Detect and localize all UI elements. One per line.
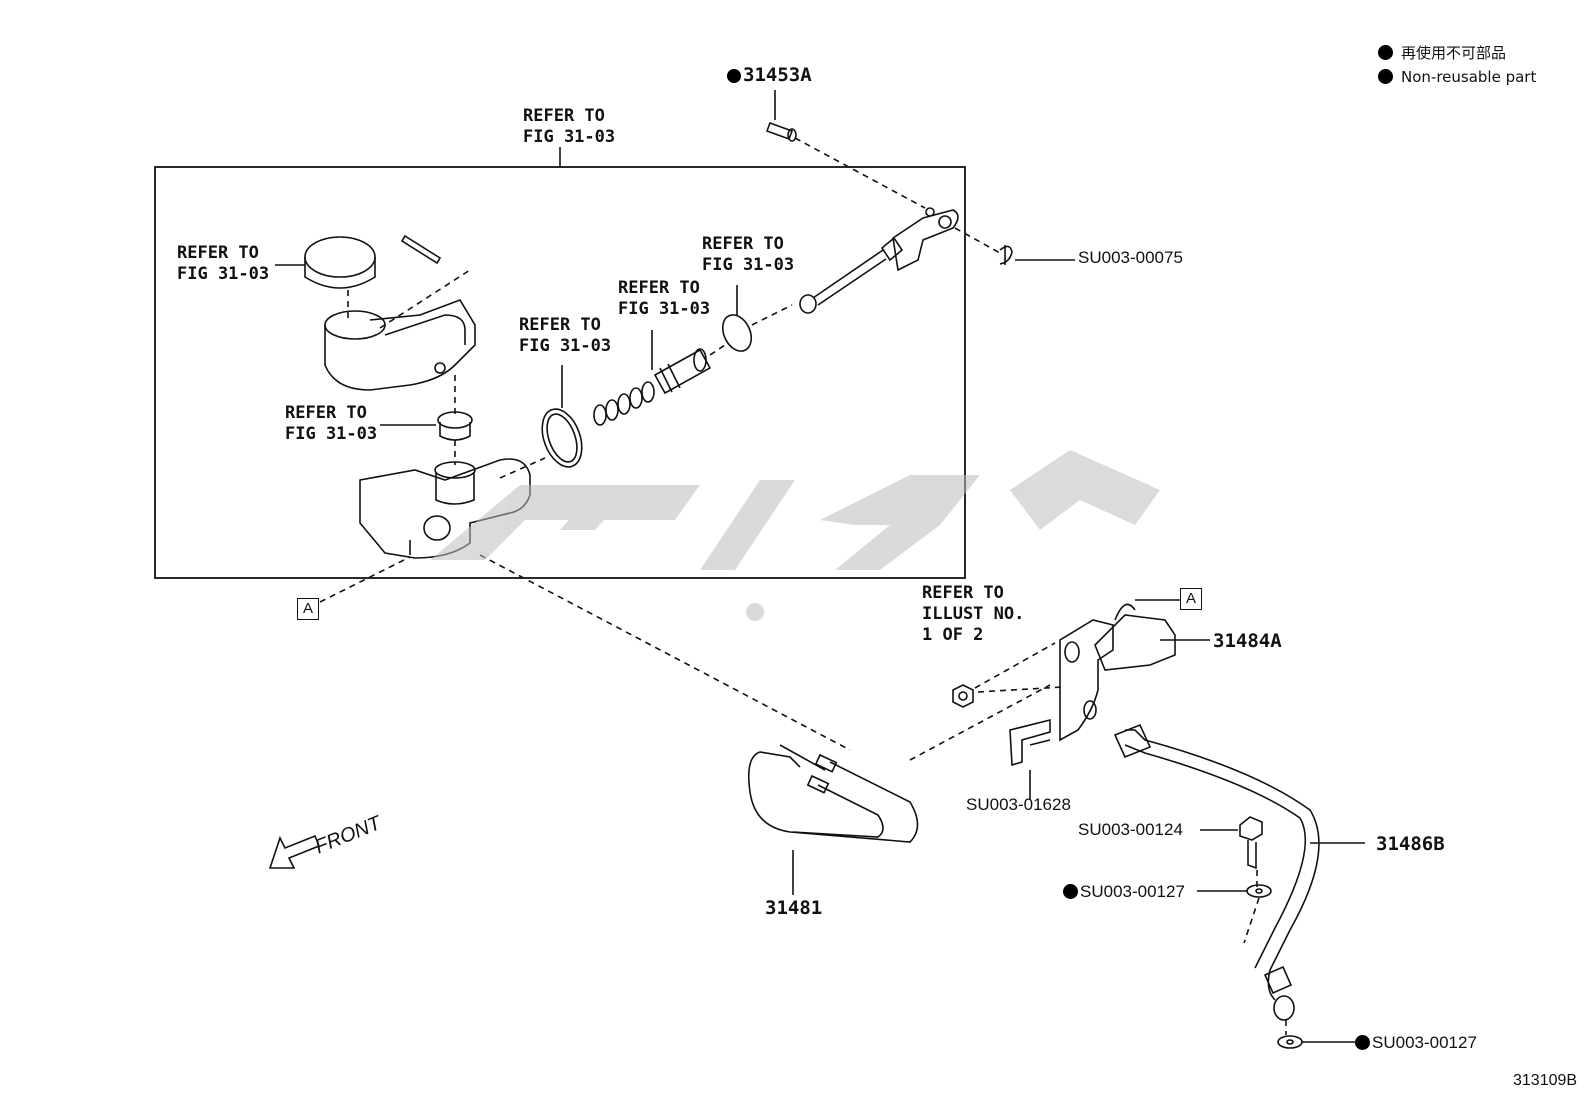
washer-lower bbox=[1277, 1035, 1303, 1049]
part-31453A[interactable]: 31453A bbox=[727, 64, 812, 86]
front-arrow bbox=[268, 834, 321, 869]
spring bbox=[593, 381, 655, 426]
ref-fig-spring: REFER TO FIG 31-03 bbox=[618, 278, 711, 319]
non-reusable-dot-icon bbox=[727, 69, 741, 83]
ref-fig-cap: REFER TO FIG 31-03 bbox=[177, 243, 270, 284]
legend-en: Non-reusable part bbox=[1378, 68, 1536, 86]
o-ring bbox=[541, 408, 583, 468]
ref-fig-grommet: REFER TO FIG 31-03 bbox=[285, 403, 378, 444]
reservoir-cap bbox=[304, 236, 376, 289]
part-su003-01628[interactable]: SU003-01628 bbox=[966, 795, 1071, 814]
marker-a-left: A bbox=[297, 598, 319, 620]
clevis-pin bbox=[765, 121, 797, 142]
clutch-pipe bbox=[747, 744, 919, 843]
legend-jp: 再使用不可部品 bbox=[1378, 42, 1506, 63]
ref-fig-oring: REFER TO FIG 31-03 bbox=[519, 315, 612, 356]
union-bolt bbox=[1239, 816, 1263, 870]
snap-ring bbox=[721, 314, 753, 352]
figure-number: 313109B bbox=[1513, 1072, 1578, 1089]
watermark bbox=[430, 450, 1160, 621]
washer-upper bbox=[1246, 884, 1272, 898]
part-su003-00075[interactable]: SU003-00075 bbox=[1078, 248, 1183, 267]
part-su003-00127-lower[interactable]: SU003-00127 bbox=[1355, 1033, 1477, 1053]
marker-a-right: A bbox=[1180, 588, 1202, 610]
part-su003-00124[interactable]: SU003-00124 bbox=[1078, 820, 1183, 839]
bracket bbox=[1059, 603, 1176, 742]
part-31484A[interactable]: 31484A bbox=[1213, 630, 1282, 652]
push-rod bbox=[799, 207, 959, 314]
clutch-hose bbox=[1113, 723, 1320, 1021]
non-reusable-dot-icon bbox=[1378, 45, 1393, 60]
cotter-pin bbox=[999, 245, 1013, 265]
non-reusable-dot-icon bbox=[1063, 884, 1078, 899]
ref-illust: REFER TO ILLUST NO. 1 OF 2 bbox=[922, 583, 1025, 645]
flange-nut bbox=[952, 684, 974, 708]
part-31481[interactable]: 31481 bbox=[765, 897, 823, 919]
master-cylinder bbox=[359, 458, 531, 559]
grommet bbox=[437, 411, 473, 441]
ref-fig-top: REFER TO FIG 31-03 bbox=[523, 106, 616, 147]
part-su003-00127-upper[interactable]: SU003-00127 bbox=[1063, 882, 1185, 902]
non-reusable-dot-icon bbox=[1355, 1035, 1370, 1050]
part-31486B[interactable]: 31486B bbox=[1376, 833, 1445, 855]
piston bbox=[653, 348, 712, 395]
ref-fig-snap: REFER TO FIG 31-03 bbox=[702, 234, 795, 275]
clip bbox=[1009, 718, 1051, 767]
pin bbox=[400, 234, 442, 265]
non-reusable-dot-icon bbox=[1378, 69, 1393, 84]
